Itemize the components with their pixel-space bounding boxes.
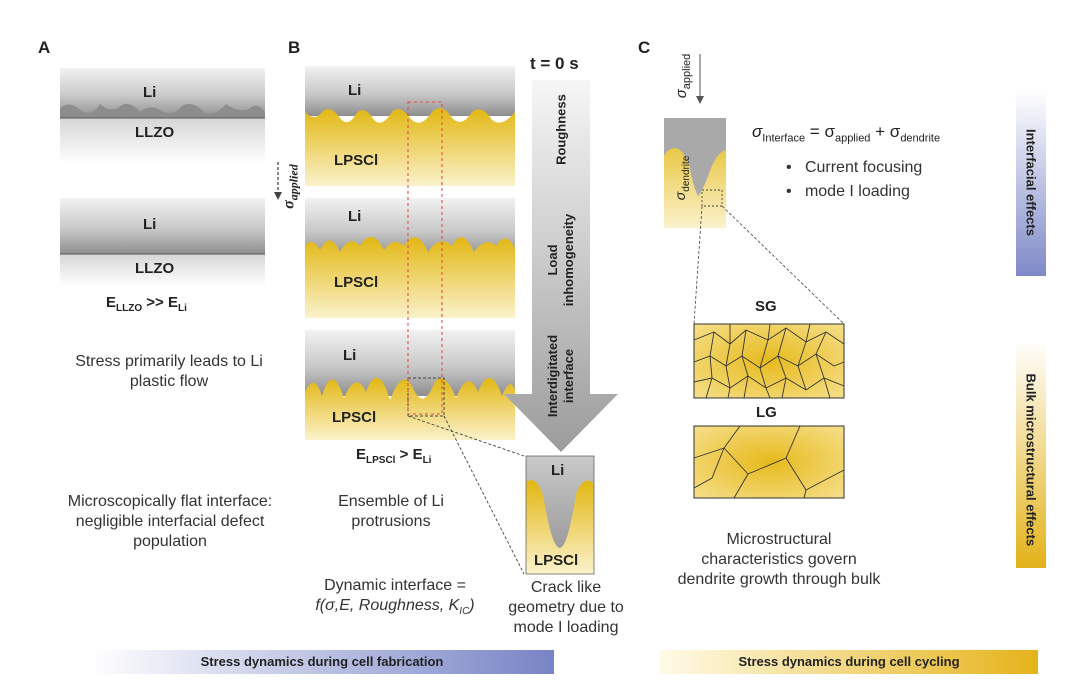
eq-sub-dendrite: dendrite bbox=[900, 132, 941, 145]
a-caption-plastic-flow: Stress primarily leads to Li plastic flo… bbox=[75, 353, 263, 390]
a-sigma-symbol: σ bbox=[280, 200, 298, 209]
bulk-effects-bar bbox=[1016, 340, 1046, 568]
eq-sub-applied: applied bbox=[834, 132, 871, 145]
eq-sigma1: σ bbox=[752, 122, 763, 141]
b-li-label-3: Li bbox=[343, 347, 357, 364]
b-dynamic-sub: IC bbox=[459, 606, 470, 618]
time-label: t = 0 s bbox=[530, 54, 579, 73]
a-sigma-applied-label: σapplied bbox=[280, 152, 301, 222]
small-grain-microstructure bbox=[693, 323, 845, 399]
a-modulus-sub1: LLZO bbox=[116, 303, 143, 314]
b-modulus-e: E bbox=[356, 446, 367, 463]
arrow-stage-load: Load inhomogeneity bbox=[545, 213, 576, 307]
c-sigma-dendrite-sub: dendrite bbox=[680, 155, 692, 192]
tracking-box bbox=[407, 101, 443, 415]
panel-a-letter: A bbox=[38, 38, 51, 57]
zoom-line-2 bbox=[443, 415, 525, 575]
a-llzo-label-bottom: LLZO bbox=[135, 260, 175, 277]
c-equation: σInterface = σapplied + σdendrite bbox=[752, 122, 940, 144]
b-modulus-op: > E bbox=[395, 446, 423, 463]
b-caption-dynamic-interface: Dynamic interface = f(σ,E, Roughness, KI… bbox=[300, 576, 490, 622]
a-li-label-top: Li bbox=[143, 84, 157, 101]
side-label-interfacial: Interfacial effects bbox=[1023, 129, 1039, 236]
b-modulus-sub1: LPSCl bbox=[366, 455, 396, 466]
panel-b-interface-2 bbox=[305, 198, 515, 318]
a-modulus-op: >> E bbox=[142, 294, 178, 311]
c-sigma-dendrite-label: σdendrite bbox=[672, 155, 692, 201]
b-li-label-1: Li bbox=[348, 82, 362, 99]
b-lpscl-label-1: LPSCl bbox=[334, 152, 379, 169]
time-evolution-arrow bbox=[504, 80, 618, 452]
a-li-label-bottom: Li bbox=[143, 216, 157, 233]
fabrication-bar bbox=[90, 650, 554, 674]
b-dynamic-end: ) bbox=[469, 597, 475, 614]
c-bullet-item-1: • Current focusing bbox=[786, 159, 923, 176]
panel-c-letter: C bbox=[638, 38, 651, 57]
b-dynamic-func: f(σ,E, Roughness, K bbox=[315, 597, 460, 614]
zoom-li-label: Li bbox=[551, 462, 565, 479]
b-caption-protrusions: Ensemble of Li protrusions bbox=[338, 493, 444, 530]
arrow-stage-roughness: Roughness bbox=[553, 94, 569, 165]
dendrite-box bbox=[664, 118, 845, 325]
arrow-stage-interdigitated: Interdigitated interface bbox=[545, 334, 576, 418]
b-lpscl-label-2: LPSCl bbox=[334, 274, 379, 291]
c-bullet-text-1: Current focusing bbox=[804, 159, 923, 176]
c-bullet-text-2: mode I loading bbox=[804, 183, 910, 200]
eq-sub-interface: Interface bbox=[762, 132, 806, 145]
a-modulus-e: E bbox=[106, 294, 117, 311]
a-modulus-sub2: Li bbox=[177, 303, 187, 314]
c-bullet-item-2: • mode I loading bbox=[786, 183, 910, 200]
zoom-line-1 bbox=[407, 415, 525, 457]
a-sigma-sub: applied bbox=[286, 164, 301, 201]
b-modulus-relation: ELPSCl > ELi bbox=[356, 446, 431, 466]
eq-sigma3: + σ bbox=[870, 122, 901, 141]
interfacial-effects-bar bbox=[1016, 90, 1046, 276]
b-li-label-2: Li bbox=[348, 208, 362, 225]
zoom-lpscl-label: LPSCl bbox=[534, 552, 579, 569]
c-sigma-applied-label: σapplied bbox=[673, 53, 693, 99]
panel-a-interface-top bbox=[60, 68, 265, 164]
b-modulus-sub2: Li bbox=[422, 455, 432, 466]
cycling-bar bbox=[660, 650, 1038, 674]
applied-stress-arrow bbox=[274, 162, 282, 200]
c-sigma-applied-sub: applied bbox=[681, 53, 693, 90]
b-dynamic-line2: f(σ,E, Roughness, KIC) bbox=[300, 596, 490, 622]
a-modulus-relation: ELLZO >> ELi bbox=[106, 294, 187, 314]
fabrication-bar-label: Stress dynamics during cell fabrication bbox=[200, 654, 444, 669]
c-bullets: • Current focusing • mode I loading bbox=[786, 156, 922, 204]
panel-b-interface-1 bbox=[305, 66, 515, 186]
large-grain-microstructure bbox=[693, 425, 845, 499]
a-caption-flat-interface: Microscopically flat interface: negligib… bbox=[67, 493, 273, 550]
side-label-bulk: Bulk microstructural effects bbox=[1023, 373, 1039, 547]
panel-b-interface-3 bbox=[305, 330, 515, 440]
crack-caption: Crack like geometry due to mode I loadin… bbox=[508, 579, 624, 636]
b-lpscl-label-3: LPSCl bbox=[332, 409, 377, 426]
eq-sigma2: = σ bbox=[805, 122, 835, 141]
panel-b-letter: B bbox=[288, 38, 301, 57]
a-llzo-label-top: LLZO bbox=[135, 124, 175, 141]
lg-label: LG bbox=[756, 404, 777, 421]
panel-a-interface-bottom bbox=[60, 198, 265, 286]
b-dynamic-line1: Dynamic interface = bbox=[324, 577, 466, 594]
cycling-bar-label: Stress dynamics during cell cycling bbox=[738, 654, 960, 669]
crack-zoom bbox=[525, 455, 595, 575]
c-caption-microstructure: Microstructural characteristics govern d… bbox=[677, 531, 881, 588]
sigma-applied-arrow-c bbox=[696, 54, 704, 104]
sg-label: SG bbox=[755, 298, 777, 315]
